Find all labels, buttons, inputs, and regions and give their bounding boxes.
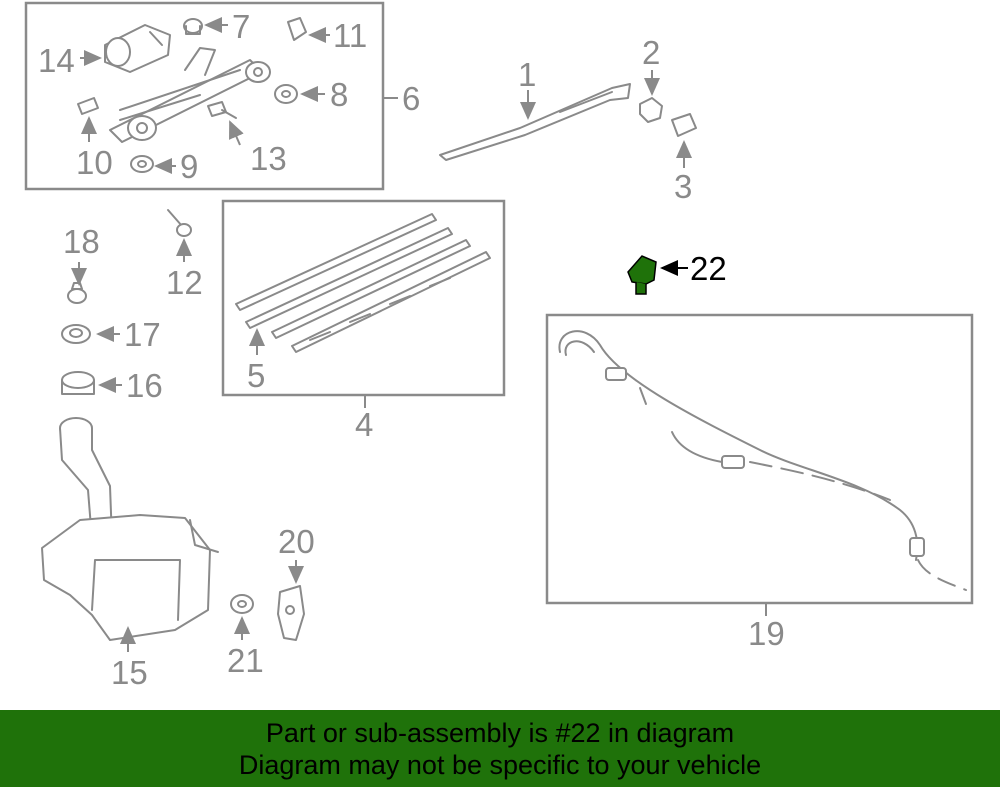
seal-17: [61, 324, 91, 344]
callout-15: 15: [111, 654, 148, 691]
banner-disclaimer-line: Diagram may not be specific to your vehi…: [238, 749, 762, 780]
linkage-assembly-box: [24, 1, 385, 191]
clip-11: [287, 17, 307, 41]
bushing-9: [130, 155, 154, 173]
cap-3: [671, 113, 697, 137]
callout-18: 18: [63, 223, 100, 260]
callout-2: 2: [642, 34, 660, 71]
callout-8: 8: [330, 76, 348, 113]
plug-18: [67, 282, 87, 304]
washer-hose-drawing: [558, 330, 967, 591]
callout-7: 7: [232, 8, 250, 45]
bolt-13: [207, 101, 237, 119]
nut-2: [639, 97, 663, 123]
callout-20: 20: [278, 523, 315, 560]
callout-10: 10: [76, 144, 113, 181]
wiper-motor-drawing: [104, 24, 171, 73]
callout-4: 4: [355, 406, 373, 443]
wiper-blade-box: [221, 199, 506, 397]
grommet-7: [183, 18, 203, 35]
callout-14: 14: [38, 42, 75, 79]
bolt-12: [167, 209, 192, 237]
exploded-parts-diagram: 6 14 7 11 8 13 10: [24, 1, 974, 691]
bushing-8: [274, 84, 298, 104]
callout-11: 11: [333, 17, 367, 54]
nozzle-22-highlighted: [627, 255, 657, 295]
wiper-linkage-drawing: [109, 47, 271, 143]
callout-1: 1: [518, 56, 536, 93]
callout-19: 19: [748, 615, 785, 652]
callout-3: 3: [674, 168, 692, 205]
washer-reservoir-15: [41, 417, 219, 641]
callout-9: 9: [180, 148, 198, 185]
grommet-21: [230, 594, 254, 614]
callout-6: 6: [402, 80, 420, 117]
banner-part-line: Part or sub-assembly is #22 in diagram: [265, 717, 735, 748]
washer-pump-20: [277, 585, 305, 641]
callout-13: 13: [250, 140, 287, 177]
callout-22: 22: [690, 250, 727, 287]
callout-5: 5: [247, 357, 265, 394]
wiper-arm-1: [439, 83, 631, 161]
washer-hose-box: [545, 313, 974, 605]
callout-21: 21: [227, 642, 264, 679]
grommet-16: [61, 371, 95, 395]
highlight-info-banner: Part or sub-assembly is #22 in diagram D…: [0, 710, 1000, 787]
cap-10: [77, 97, 99, 115]
callout-17: 17: [124, 316, 161, 353]
callout-12: 12: [166, 264, 203, 301]
wiper-blade-drawing: [235, 213, 491, 353]
callout-16: 16: [126, 367, 163, 404]
